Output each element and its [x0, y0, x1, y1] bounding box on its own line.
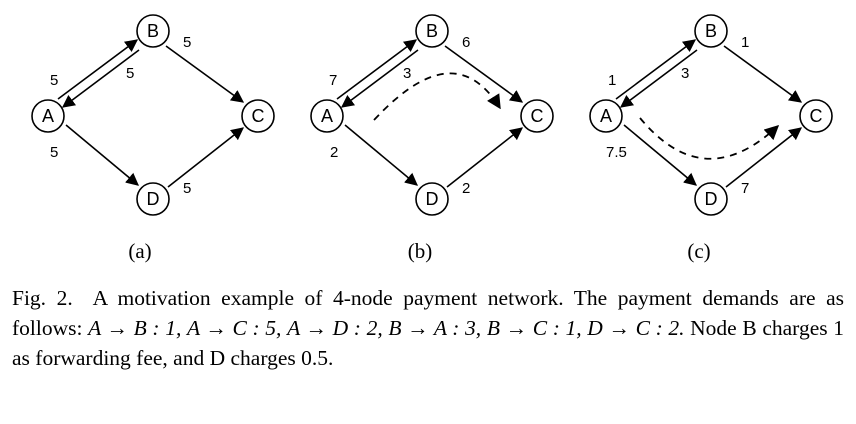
node-label: D	[705, 189, 718, 209]
node-a	[310, 99, 344, 133]
edge-label: 3	[403, 65, 411, 82]
panel-label: (b)	[408, 239, 433, 263]
panel-c: 1 3 1 7.5 7 A B C D (c)	[589, 14, 833, 263]
node-label: D	[426, 189, 439, 209]
edge-a-to-b	[615, 39, 697, 100]
edge-label: 1	[608, 72, 616, 89]
route-path	[639, 117, 780, 160]
edge-label: 2	[462, 180, 470, 197]
demand-item: A → D : 2,	[287, 316, 383, 340]
panel-label: (a)	[128, 239, 151, 263]
edge-label: 7.5	[606, 144, 627, 161]
node-label: A	[42, 106, 54, 126]
node-label: C	[531, 106, 544, 126]
node-c	[799, 99, 833, 133]
demand-item: B → C : 1,	[486, 316, 582, 340]
edge-label: 2	[330, 144, 338, 161]
edge-a-to-d	[623, 124, 697, 186]
node-label: A	[321, 106, 333, 126]
edge-label: 7	[329, 72, 337, 89]
demand-item: A → C : 5,	[187, 316, 282, 340]
node-a	[31, 99, 65, 133]
node-b	[694, 14, 728, 48]
node-label: A	[600, 106, 612, 126]
node-label: B	[705, 21, 717, 41]
node-c	[241, 99, 275, 133]
panel-b: 7 3 6 2 2 A B C D (b)	[310, 14, 554, 263]
node-b	[136, 14, 170, 48]
edge-label: 6	[462, 34, 470, 51]
edge-label: 1	[741, 34, 749, 51]
edge-a-to-b	[336, 39, 418, 100]
demand-item: A → B : 1,	[88, 316, 182, 340]
edge-b-to-c	[723, 45, 803, 103]
node-d	[415, 182, 449, 216]
node-b	[415, 14, 449, 48]
panel-a: 5 5 5 5 5 A B C D (a)	[31, 14, 275, 263]
node-label: B	[147, 21, 159, 41]
edge-label: 5	[126, 65, 134, 82]
caption-tail: Node B charges 1 as forwarding fee, and …	[12, 316, 845, 370]
edge-a-to-d	[344, 124, 418, 186]
edge-label: 3	[681, 65, 689, 82]
node-label: C	[810, 106, 823, 126]
edge-label: 5	[50, 72, 58, 89]
demand-item: B → A : 3,	[388, 316, 482, 340]
payment-network-figure: 5 5 5 5 5 A B C D (a) 7 3 6 2 2 A B C D …	[31, 14, 833, 263]
node-d	[694, 182, 728, 216]
edge-a-to-d	[65, 124, 139, 186]
panel-label: (c)	[687, 239, 710, 263]
figure-caption: Fig. 2. A motivation example of 4-node p…	[12, 283, 844, 373]
edge-b-to-a	[619, 49, 698, 108]
edge-d-to-c	[446, 127, 524, 188]
caption-text: A motivation example of 4-node payment n…	[12, 286, 844, 340]
edge-b-to-a	[61, 49, 140, 108]
caption-label: Fig. 2.	[12, 286, 73, 310]
edge-a-to-b	[57, 39, 139, 100]
edge-label: 5	[183, 34, 191, 51]
edge-label: 7	[741, 180, 749, 197]
edge-b-to-c	[165, 45, 245, 103]
demand-item: D → C : 2.	[587, 316, 685, 340]
node-c	[520, 99, 554, 133]
edge-d-to-c	[725, 127, 803, 188]
edge-b-to-c	[444, 45, 524, 103]
edge-label: 5	[50, 144, 58, 161]
route-path	[373, 72, 501, 121]
edge-b-to-a	[340, 49, 419, 108]
node-label: B	[426, 21, 438, 41]
node-a	[589, 99, 623, 133]
node-d	[136, 182, 170, 216]
node-label: D	[147, 189, 160, 209]
edge-label: 5	[183, 180, 191, 197]
edge-d-to-c	[167, 127, 245, 188]
node-label: C	[252, 106, 265, 126]
